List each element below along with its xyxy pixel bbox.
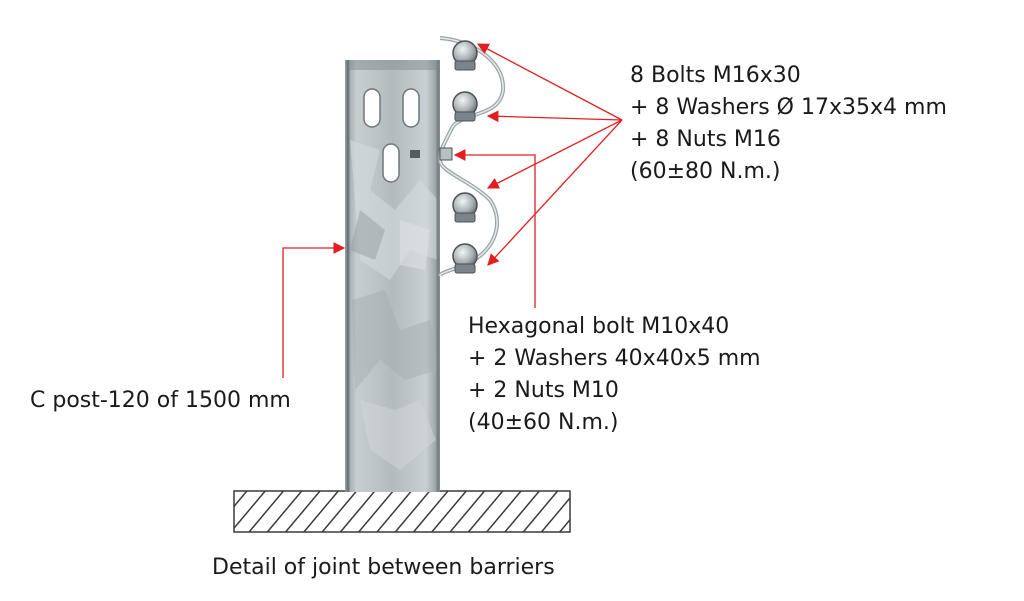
bolts-note-line-1: 8 Bolts M16x30 — [630, 63, 801, 88]
c-post-note: C post-120 of 1500 mm — [30, 388, 291, 413]
hexagonal-bolt-note: Hexagonal bolt M10x40 + 2 Washers 40x40x… — [468, 311, 761, 439]
bolts-note-line-3: + 8 Nuts M16 — [630, 127, 781, 152]
bolt-3-icon — [452, 192, 478, 223]
hex-note-line-1: Hexagonal bolt M10x40 — [468, 314, 730, 339]
diagram-caption: Detail of joint between barriers — [212, 555, 555, 580]
bolt-2-icon — [452, 91, 478, 122]
ground-block — [233, 490, 571, 533]
arrow-bolt-1 — [476, 43, 623, 121]
bolts-note-line-2: + 8 Washers Ø 17x35x4 mm — [630, 95, 947, 120]
bolt-1-icon — [452, 40, 478, 71]
arrow-bolt-4 — [487, 119, 623, 266]
hex-bolt-icon — [439, 147, 453, 161]
arrow-bolt-3 — [486, 119, 623, 189]
arrow-c-post — [282, 242, 346, 378]
hex-note-line-2: + 2 Washers 40x40x5 mm — [468, 346, 761, 371]
bolts-note: 8 Bolts M16x30 + 8 Washers Ø 17x35x4 mm … — [630, 60, 947, 188]
bolt-4-icon — [452, 243, 478, 274]
arrow-hex-bolt — [453, 149, 536, 308]
arrow-bolt-2 — [486, 110, 623, 123]
hex-note-line-4: (40±60 N.m.) — [468, 410, 619, 435]
c-post — [345, 60, 440, 492]
bolts-note-line-4: (60±80 N.m.) — [630, 159, 781, 184]
hex-note-line-3: + 2 Nuts M10 — [468, 378, 619, 403]
